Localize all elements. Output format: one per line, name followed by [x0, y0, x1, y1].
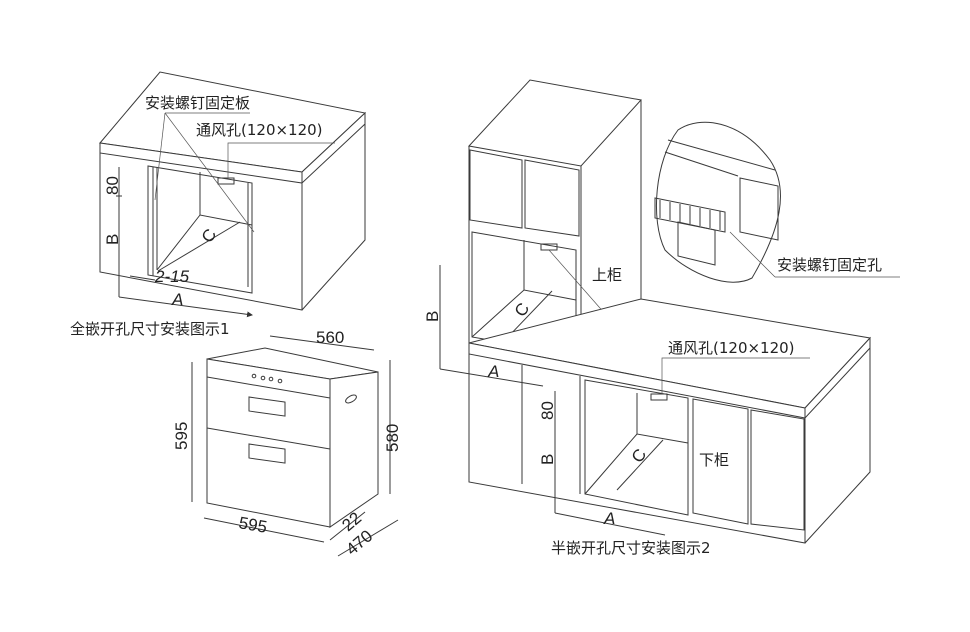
dim-c-lower: C	[628, 445, 651, 466]
dim-80-1: 80	[103, 176, 122, 195]
dim-c-1: C	[198, 225, 221, 246]
dim-b-lower: B	[538, 454, 557, 465]
screw-plate-label: 安装螺钉固定板	[145, 94, 250, 112]
dim-b-upper: B	[423, 311, 442, 322]
dim-a-upper: A	[487, 362, 499, 381]
disinfection-cabinet	[191, 335, 399, 557]
dim-a-lower: A	[603, 509, 615, 528]
vent-label-2: 通风孔(120×120)	[668, 339, 795, 357]
dim-560: 560	[316, 328, 344, 347]
dim-gap: 2-15	[154, 267, 190, 286]
dim-580: 580	[383, 424, 402, 452]
screw-hole-label: 安装螺钉固定孔	[777, 256, 882, 274]
lower-cabinet	[468, 298, 871, 544]
dim-c-upper: C	[511, 299, 534, 320]
dim-80-lower: 80	[538, 401, 557, 420]
dim-a-1: A	[171, 290, 183, 309]
dim-595-width: 595	[237, 513, 268, 537]
caption-1: 全嵌开孔尺寸安装图示1	[70, 320, 230, 338]
lower-cabinet-label: 下柜	[699, 451, 729, 469]
caption-2: 半嵌开孔尺寸安装图示2	[551, 539, 711, 557]
dim-595-height: 595	[172, 422, 191, 450]
dim-b-1: B	[103, 234, 122, 245]
full-embed-cabinet	[99, 71, 367, 318]
vent-label-1: 通风孔(120×120)	[196, 121, 323, 139]
detail-callout	[654, 121, 900, 283]
upper-cabinet-label: 上柜	[592, 266, 622, 284]
